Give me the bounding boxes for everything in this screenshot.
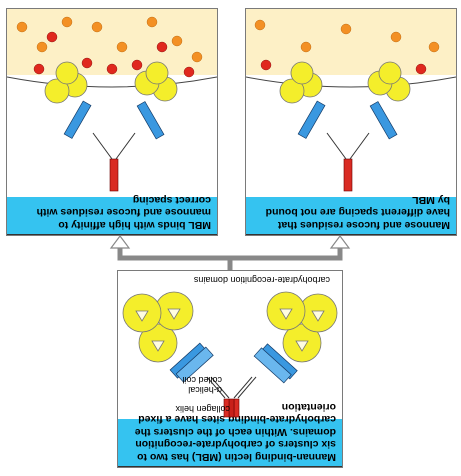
unbound-panel: Mannose and fucose residues that have di… [245, 8, 457, 236]
crd-icon [44, 78, 70, 104]
unbound-diagram [246, 9, 456, 192]
unbound-caption: Mannose and fucose residues that have di… [246, 194, 456, 235]
crd-cluster-right-icon [122, 291, 194, 363]
crd-icon [145, 61, 169, 85]
collagen-helix-icon [223, 398, 240, 418]
crd-icon [290, 61, 314, 85]
hexagon-icon [428, 41, 440, 53]
hexagon-icon [33, 63, 45, 75]
mbl-structure-diagram [122, 291, 338, 418]
ligand-surface [246, 9, 456, 75]
hexagon-icon [106, 63, 118, 75]
hexagon-icon [36, 41, 48, 53]
bound-panel: MBL binds with high affinity to mannose … [6, 8, 218, 236]
collagen-stalk-icon [109, 158, 119, 192]
bound-caption: MBL binds with high affinity to mannose … [7, 194, 217, 235]
collagen-helix-label: collagen helix [175, 404, 230, 414]
hexagon-icon [61, 16, 73, 28]
crd-label: carbohydrate-recognition domains [193, 275, 330, 285]
hexagon-icon [116, 41, 128, 53]
hexagon-icon [300, 41, 312, 53]
neck-left-icon [369, 101, 398, 140]
crd-icon [378, 61, 402, 85]
arrow-up-icon [329, 235, 351, 249]
hexagon-icon [260, 59, 272, 71]
hexagon-icon [131, 59, 143, 71]
alpha-helical-label: α-helical [188, 385, 222, 395]
collagen-stalk-icon [343, 158, 353, 192]
hexagon-icon [415, 63, 427, 75]
crd-icon [279, 78, 305, 104]
hexagon-icon [156, 41, 168, 53]
mbl-structure-panel: Mannan-binding lectin (MBL) has two to s… [117, 270, 343, 468]
neck-right-icon [63, 100, 92, 139]
alpha-helical-neck-right-icon [169, 342, 214, 383]
hexagon-icon [390, 31, 402, 43]
hexagon-icon [16, 21, 28, 33]
mbl-structure-caption: Mannan-binding lectin (MBL) has two to s… [118, 401, 342, 467]
coiled-coil-label: coiled coil [182, 375, 222, 385]
hexagon-icon [146, 16, 158, 28]
alpha-helical-neck-left-icon [253, 343, 298, 384]
crd-icon [55, 61, 79, 85]
hexagon-icon [191, 51, 203, 63]
hexagon-icon [183, 66, 195, 78]
crd-cluster-left-icon [266, 291, 338, 363]
bound-diagram [7, 9, 217, 192]
neck-right-icon [297, 100, 326, 139]
hexagon-icon [254, 19, 266, 31]
hexagon-icon [46, 31, 58, 43]
connector-arrows [109, 235, 351, 270]
hexagon-icon [91, 21, 103, 33]
hexagon-icon [81, 57, 93, 69]
hexagon-icon [340, 23, 352, 35]
neck-left-icon [136, 101, 165, 140]
arrow-up-icon [109, 235, 131, 249]
hexagon-icon [171, 35, 183, 47]
